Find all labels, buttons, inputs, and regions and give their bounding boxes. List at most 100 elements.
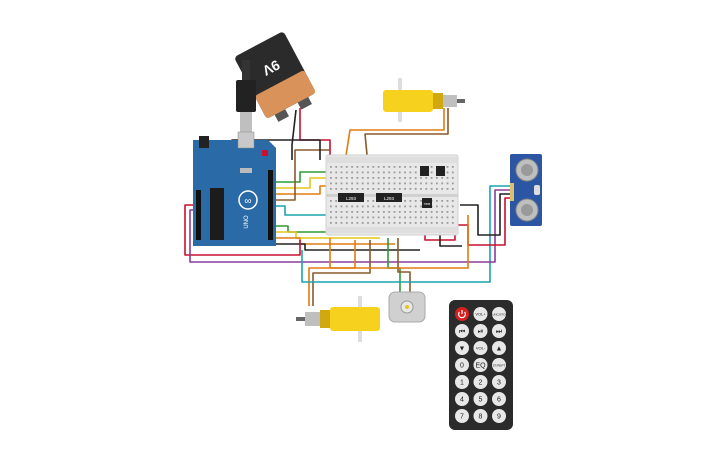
breadboard-hole — [393, 166, 396, 168]
breadboard-hole — [361, 182, 364, 185]
remote-button[interactable]: ST/REPT — [492, 358, 506, 372]
voltage-regulator[interactable] — [422, 198, 432, 208]
ir-receiver-2[interactable] — [436, 166, 445, 176]
remote-button[interactable]: VOL- — [473, 341, 488, 355]
breadboard-hole — [425, 177, 428, 179]
breadboard-hole — [372, 205, 375, 208]
breadboard-hole — [446, 216, 449, 219]
fast-forward-icon: ⏭ — [496, 329, 503, 336]
breadboard-hole — [441, 177, 444, 179]
breadboard-hole — [404, 171, 406, 174]
breadboard-hole — [340, 205, 343, 208]
remote-button-face — [455, 358, 469, 372]
remote-button[interactable]: FUNC/STOP — [490, 307, 508, 321]
breadboard-hole — [383, 177, 385, 179]
remote-button-face — [492, 324, 506, 338]
dc-motor[interactable] — [388, 291, 426, 323]
breadboard-hole — [451, 200, 454, 202]
breadboard-hole — [367, 205, 369, 208]
remote-button-face — [492, 375, 506, 389]
ultrasonic-sensor[interactable] — [510, 154, 542, 226]
arduino-uno[interactable]: ∞ UNO — [193, 131, 276, 246]
breadboard-hole — [356, 177, 359, 179]
breadboard-hole — [335, 200, 338, 202]
breadboard-hole — [393, 177, 396, 179]
remote-button[interactable]: 6 — [492, 392, 506, 406]
breadboard-hole — [425, 182, 428, 185]
breadboard-hole — [367, 188, 369, 190]
breadboard-hole — [383, 222, 385, 224]
breadboard-hole — [404, 200, 406, 202]
breadboard-hole — [404, 216, 406, 219]
remote-button[interactable]: EQ — [473, 358, 488, 372]
remote-button[interactable]: 2 — [473, 375, 488, 389]
breadboard-hole — [388, 171, 391, 174]
breadboard-hole — [451, 222, 454, 224]
breadboard-hole — [335, 177, 338, 179]
remote-button[interactable]: ▼ — [455, 341, 469, 355]
breadboard-hole — [361, 177, 364, 179]
gear-motor-top[interactable] — [383, 78, 465, 122]
ultrasonic-crystal — [534, 185, 540, 195]
driver-chip-2[interactable] — [376, 193, 402, 202]
breadboard-hole — [393, 211, 396, 213]
breadboard-hole — [446, 188, 449, 190]
breadboard-hole — [335, 205, 338, 208]
breadboard-hole — [383, 182, 385, 185]
remote-button[interactable]: VOL+ — [473, 307, 488, 321]
remote-button-label: EQ — [475, 363, 486, 370]
breadboard-hole — [330, 205, 332, 208]
breadboard-hole — [409, 200, 412, 202]
breadboard-hole — [367, 211, 369, 213]
remote-button[interactable]: ⏭ — [492, 324, 506, 338]
remote-button[interactable]: 1 — [455, 375, 469, 389]
breadboard-hole — [367, 171, 369, 174]
breadboard-hole — [388, 166, 391, 168]
remote-button[interactable]: ⏯ — [473, 324, 488, 338]
wire-motor1-orange — [344, 108, 445, 163]
rewind-icon: ⏮ — [459, 329, 465, 336]
breadboard-hole — [356, 205, 359, 208]
driver-chip-1[interactable] — [338, 193, 364, 202]
breadboard-hole — [404, 182, 406, 185]
breadboard-hole — [377, 171, 380, 174]
remote-button[interactable]: ▲ — [492, 341, 506, 355]
breadboard-hole — [351, 216, 353, 219]
breadboard-hole — [388, 205, 391, 208]
gear-motor-bottom-shaft-down — [358, 330, 362, 342]
breadboard-hole — [414, 211, 417, 213]
remote-button[interactable]: 8 — [473, 409, 488, 423]
up-arrow-icon: ▲ — [496, 346, 503, 353]
breadboard-hole — [414, 200, 417, 202]
arduino-reset-button[interactable] — [262, 150, 268, 156]
breadboard-hole — [446, 171, 449, 174]
ir-receiver-1[interactable] — [420, 166, 429, 176]
gear-motor-bottom-body — [330, 307, 380, 331]
breadboard-hole — [372, 166, 375, 168]
remote-button[interactable]: 7 — [455, 409, 469, 423]
breadboard-hole — [367, 200, 369, 202]
arduino-header-analog — [196, 190, 201, 240]
breadboard-hole — [430, 171, 433, 174]
remote-button-face — [492, 358, 506, 372]
breadboard-hole — [383, 166, 385, 168]
remote-button[interactable]: 4 — [455, 392, 469, 406]
breadboard[interactable]: L293 L293 7805 — [325, 154, 459, 236]
remote-button[interactable]: ⏮ — [455, 324, 469, 338]
remote-button-label: 7 — [460, 414, 464, 421]
wire-yellow-2 — [272, 231, 380, 239]
breadboard-hole — [420, 205, 422, 208]
remote-button[interactable]: 3 — [492, 375, 506, 389]
remote-button-label: VOL+ — [475, 312, 486, 317]
remote-button[interactable]: 0 — [455, 358, 469, 372]
breadboard-hole — [441, 211, 444, 213]
gear-motor-bottom[interactable] — [296, 296, 380, 342]
remote-button[interactable]: 5 — [473, 392, 488, 406]
breadboard-hole — [436, 182, 438, 185]
remote-button[interactable]: 9 — [492, 409, 506, 423]
arduino-crystal — [240, 168, 252, 173]
breadboard-hole — [345, 222, 348, 224]
remote-button[interactable] — [455, 307, 469, 321]
breadboard-hole — [367, 216, 369, 219]
